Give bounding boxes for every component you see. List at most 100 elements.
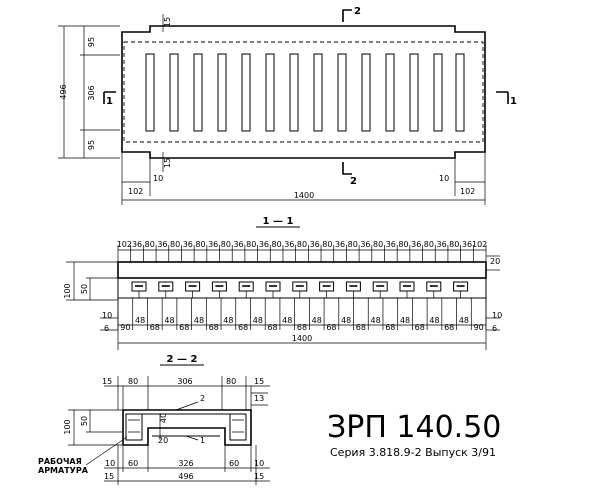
section-1-cells [131, 281, 469, 298]
section-1-bottom-dim: 48 [312, 316, 322, 325]
section-2-dim-15-bottom-left: 15 [104, 472, 114, 481]
section-1-top-dim: 80 [145, 240, 155, 249]
section-1-top-dim: 36 [233, 240, 243, 249]
section-2-dim-496: 496 [178, 472, 193, 481]
section-1-top-dim: 36 [386, 240, 396, 249]
plan-dim-102-right: 102 [460, 187, 475, 196]
section-1-top-dim: 102 [117, 240, 132, 249]
section-1-top-dim: 80 [246, 240, 256, 249]
section-1-bottom-dim: 48 [194, 316, 204, 325]
section-2-dim-80-left: 80 [128, 377, 138, 386]
section-1-dim-10-right: 10 [492, 311, 502, 320]
section-2-dim-20: 20 [158, 436, 168, 445]
plan-dim-bottom: 95 [87, 140, 96, 150]
section-2-dim-80-right: 80 [226, 377, 236, 386]
section-2-rebar-right [229, 413, 247, 441]
section-1-bottom-dim: 68 [267, 323, 277, 332]
section-2-label: 2 — 2 [167, 354, 198, 365]
plan-slots [145, 53, 465, 132]
section-2-dim-306: 306 [177, 377, 192, 386]
plan-cut-1-right: 1 [510, 96, 517, 107]
rebar-label-line1: РАБОЧАЯ [38, 457, 82, 466]
plan-inner-contour [123, 41, 484, 143]
product-title: ЗРП 140.50 [327, 410, 501, 445]
section-1-dim-20: 20 [490, 257, 500, 266]
section-2-dim-60-left: 60 [128, 459, 138, 468]
plan-dim-15-top: 15 [163, 17, 172, 27]
section-1-bottom-dim: 48 [164, 316, 174, 325]
section-1-right-dims: 20 10 6 [486, 255, 502, 333]
section-1-bottom-dim: 48 [371, 316, 381, 325]
section-2-dim-13: 13 [254, 394, 264, 403]
series-subtitle: Серия 3.818.9-2 Выпуск 3/91 [330, 446, 496, 459]
section-1-top-dim: 80 [348, 240, 358, 249]
section-1-top-dim: 36 [360, 240, 370, 249]
section-1-bottom-dim: 68 [385, 323, 395, 332]
section-1-top-dim: 80 [221, 240, 231, 249]
section-1-bottom-dim: 48 [400, 316, 410, 325]
plan-cut-1-left: 1 [106, 96, 113, 107]
plan-dim-length: 1400 [294, 191, 314, 200]
section-1-top-dim: 80 [449, 240, 459, 249]
section-1-dim-6-right: 6 [492, 324, 497, 333]
plan-cut-markers: 2 2 1 1 [103, 6, 517, 187]
section-2-dim-50: 50 [80, 416, 89, 426]
section-2-rebar-hatch [128, 419, 244, 433]
plan-bottom-dims: 10 10 102 102 1400 [121, 152, 486, 205]
section-2-2: 2 — 2 15 80 306 80 15 13 [38, 354, 270, 485]
section-1-bottom-dim: 68 [238, 323, 248, 332]
section-1-top-slab [117, 261, 487, 279]
section-1-top-dim: 80 [272, 240, 282, 249]
section-1-top-dim: 102 [472, 240, 487, 249]
section-1-top-dim: 80 [373, 240, 383, 249]
section-1-bottom-dim: 68 [415, 323, 425, 332]
rebar-label-line2: АРМАТУРА [38, 466, 89, 475]
section-1-top-dim: 36 [157, 240, 167, 249]
section-1-left-dims: 100 50 10 6 [63, 261, 118, 333]
section-1-bottom-dim: 68 [356, 323, 366, 332]
section-2-outline [122, 409, 252, 446]
plan-dim-10-right: 10 [439, 174, 449, 183]
plan-dim-total-width: 496 [59, 84, 68, 99]
section-1-bottom-dim: 68 [444, 323, 454, 332]
section-1-bottom-dim: 68 [326, 323, 336, 332]
section-1-bottom-dim: 48 [282, 316, 292, 325]
section-2-bottom-dims: 10 60 326 60 10 15 496 15 [104, 445, 270, 485]
section-1-top-dim: 36 [462, 240, 472, 249]
section-2-left-dims: 100 50 [63, 409, 122, 446]
plan-view: 496 95 306 95 15 15 10 10 102 102 1400 [58, 6, 517, 205]
section-1-top-dim: 80 [170, 240, 180, 249]
section-2-dim-60-right: 60 [229, 459, 239, 468]
section-2-leader-2 [175, 401, 199, 411]
section-1-top-dim: 36 [284, 240, 294, 249]
section-1-top-dim: 80 [424, 240, 434, 249]
section-1-top-dim: 80 [322, 240, 332, 249]
section-2-dim-15-left: 15 [102, 377, 112, 386]
section-1-top-dim: 36 [335, 240, 345, 249]
section-1-top-dim: 80 [195, 240, 205, 249]
section-1-top-dim: 36 [183, 240, 193, 249]
plan-cut-2-top: 2 [354, 6, 361, 17]
section-2-dim-15-right: 15 [254, 377, 264, 386]
section-1-bottom-dim: 48 [459, 316, 469, 325]
section-2-dim-40: 40 [159, 413, 168, 423]
plan-left-dims: 496 95 306 95 [58, 25, 120, 159]
section-1-bottom-dim: 48 [135, 316, 145, 325]
section-1-bottom-dim: 48 [223, 316, 233, 325]
section-1-bottom-dim: 48 [429, 316, 439, 325]
plan-dim-15-bottom: 15 [163, 158, 172, 168]
section-1-top-dim: 36 [411, 240, 421, 249]
section-1-dim-50: 50 [80, 284, 89, 294]
section-2-dim-15-bottom-right: 15 [254, 472, 264, 481]
plan-dim-top: 95 [87, 37, 96, 47]
section-2-right-dims: 13 [251, 392, 268, 406]
section-1-top-dim: 36 [132, 240, 142, 249]
section-1-bottom-dim: 90 [474, 323, 484, 332]
section-2-callout-2: 2 [200, 394, 205, 403]
section-1-top-dim: 36 [310, 240, 320, 249]
plan-dim-mid: 306 [87, 85, 96, 100]
section-1-top-dim: 80 [398, 240, 408, 249]
section-2-rebar-left [125, 413, 143, 441]
